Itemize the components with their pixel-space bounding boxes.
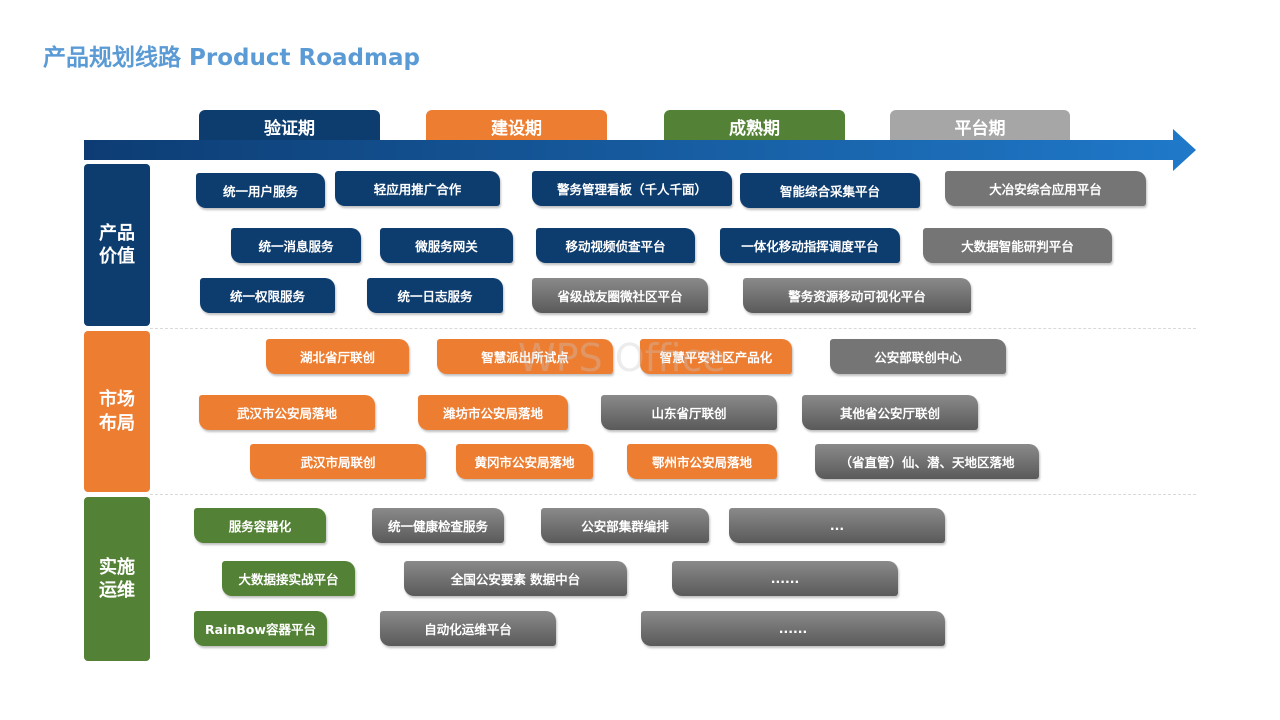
market-box: 湖北省厅联创: [266, 339, 409, 374]
row-divider: [150, 494, 1196, 495]
product-box: 轻应用推广合作: [335, 171, 500, 206]
product-box: 微服务网关: [380, 228, 513, 263]
phase-tab-mature: 成熟期: [664, 110, 845, 142]
row-label-implementation-ops-text: 实施 运维: [99, 556, 135, 601]
row-label-market-layout-text: 市场 布局: [99, 389, 135, 434]
product-box: 统一消息服务: [231, 228, 361, 263]
product-box: 大冶安综合应用平台: [945, 171, 1146, 206]
product-box: 省级战友圈微社区平台: [532, 278, 708, 313]
ops-box: RainBow容器平台: [194, 611, 327, 646]
market-box: 公安部联创中心: [830, 339, 1006, 374]
market-box: 智慧平安社区产品化: [640, 339, 792, 374]
market-box: 智慧派出所试点: [437, 339, 613, 374]
market-box: 武汉市公安局落地: [199, 395, 375, 430]
market-box: （省直管）仙、潜、天地区落地: [815, 444, 1039, 479]
row-label-implementation-ops: 实施 运维: [84, 497, 150, 661]
market-box: 其他省公安厅联创: [802, 395, 978, 430]
product-box: 大数据智能研判平台: [923, 228, 1112, 263]
row-divider: [150, 328, 1196, 329]
ops-box: 服务容器化: [194, 508, 326, 543]
phase-tab-platform: 平台期: [890, 110, 1070, 142]
market-box: 武汉市局联创: [250, 444, 426, 479]
ops-box: 大数据接实战平台: [222, 561, 355, 596]
ops-box: 自动化运维平台: [380, 611, 556, 646]
product-box: 一体化移动指挥调度平台: [720, 228, 900, 263]
row-label-product-value: 产品 价值: [84, 164, 150, 326]
ops-box: 统一健康检查服务: [372, 508, 504, 543]
market-box: 黄冈市公安局落地: [456, 444, 593, 479]
product-box: 警务资源移动可视化平台: [743, 278, 971, 313]
market-box: 潍坊市公安局落地: [418, 395, 568, 430]
timeline-arrow-head-icon: [1173, 129, 1196, 171]
product-box: 智能综合采集平台: [740, 173, 920, 208]
product-box: 统一权限服务: [200, 278, 335, 313]
page-title: 产品规划线路 Product Roadmap: [43, 45, 420, 71]
ops-box: ......: [641, 611, 945, 646]
product-box: 统一日志服务: [367, 278, 503, 313]
ops-box: 公安部集群编排: [541, 508, 709, 543]
product-box: 移动视频侦查平台: [536, 228, 695, 263]
ops-box: 全国公安要素 数据中台: [404, 561, 627, 596]
phase-tab-construction: 建设期: [426, 110, 607, 142]
market-box: 鄂州市公安局落地: [627, 444, 777, 479]
product-box: 统一用户服务: [196, 173, 325, 208]
phase-tab-validation: 验证期: [199, 110, 380, 142]
ops-box: ......: [672, 561, 898, 596]
timeline-arrow-bar: [84, 140, 1176, 160]
row-label-market-layout: 市场 布局: [84, 331, 150, 492]
row-label-product-value-text: 产品 价值: [99, 222, 135, 267]
market-box: 山东省厅联创: [601, 395, 777, 430]
ops-box: ...: [729, 508, 945, 543]
product-box: 警务管理看板（千人千面）: [532, 171, 732, 206]
